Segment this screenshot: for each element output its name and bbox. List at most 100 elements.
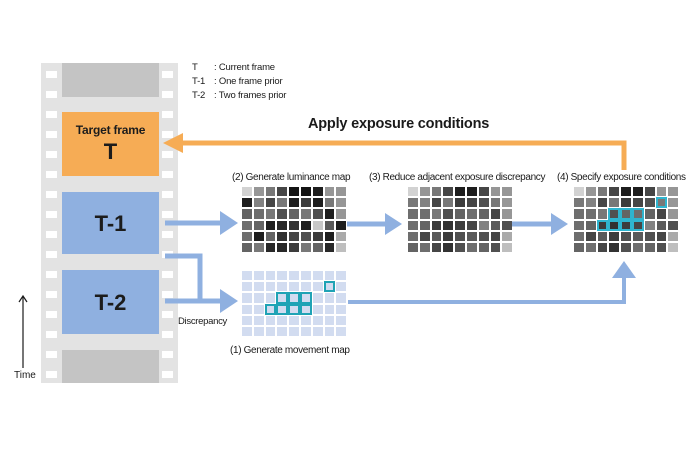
grid-cell <box>277 242 288 253</box>
grid-cell <box>324 315 335 325</box>
grid-cell <box>419 242 430 253</box>
grid-cell <box>324 242 335 253</box>
grid-cell <box>289 242 299 253</box>
grid-cell <box>276 292 289 304</box>
grid-cell <box>300 315 311 325</box>
grid-cell <box>419 198 430 208</box>
grid-cell <box>336 242 347 253</box>
apply-arrow-head <box>163 133 183 153</box>
grid-cell <box>300 231 311 241</box>
grid-cell <box>242 220 252 230</box>
movement-to-specify-line <box>348 276 626 304</box>
grid-cell <box>289 231 299 241</box>
grid-cell <box>312 304 323 314</box>
grid-cell <box>289 198 299 208</box>
grid-cell <box>264 303 277 315</box>
sprocket-hole <box>46 191 57 198</box>
grid-cell <box>300 303 312 315</box>
grid-cell <box>312 220 323 230</box>
grid-cell <box>466 187 477 197</box>
grid-cell <box>265 187 276 197</box>
grid-cell <box>574 242 584 253</box>
movement-to-specify-arrow-head <box>612 261 636 278</box>
grid-cell <box>312 326 323 337</box>
discrepancy-label: Discrepancy <box>178 316 227 327</box>
grid-cell <box>289 220 299 230</box>
grid-cell <box>300 242 311 253</box>
grid-cell <box>277 220 288 230</box>
grid-cell <box>443 220 454 230</box>
grid-cell <box>668 242 679 253</box>
sprocket-hole <box>162 71 173 78</box>
grid-cell <box>242 242 252 253</box>
grid-cell <box>609 198 620 208</box>
grid-cell <box>289 209 299 219</box>
grid-cell <box>277 231 288 241</box>
sprocket-hole <box>162 171 173 178</box>
grid-cell <box>502 209 513 219</box>
grid-cell <box>478 198 489 208</box>
grid-cell <box>277 209 288 219</box>
time-arrow-head <box>18 294 28 303</box>
grid-cell <box>300 292 312 304</box>
grid-cell <box>490 209 501 219</box>
grid-cell <box>443 198 454 208</box>
grid-cell <box>466 242 477 253</box>
grid-cell <box>312 315 323 325</box>
grid-cell <box>490 198 501 208</box>
grid-cell <box>632 231 643 241</box>
grid-cell <box>253 198 264 208</box>
reduce-to-specify-arrow-head <box>551 213 568 235</box>
grid-cell <box>621 187 631 197</box>
grid-cell <box>242 293 252 303</box>
grid-cell <box>574 198 584 208</box>
grid-cell <box>443 187 454 197</box>
sprocket-hole <box>46 211 57 218</box>
grid-cell <box>265 282 276 292</box>
grid-cell <box>656 231 667 241</box>
grid-cell <box>431 231 442 241</box>
sprocket-hole <box>46 231 57 238</box>
grid-cell <box>632 208 644 220</box>
grid-cell <box>419 209 430 219</box>
grid-cell <box>312 242 323 253</box>
sprocket-hole <box>162 191 173 198</box>
grid-cell <box>253 242 264 253</box>
grid-cell <box>466 198 477 208</box>
grid-cell <box>324 304 335 314</box>
grid-cell <box>455 209 465 219</box>
grid-cell <box>336 293 347 303</box>
sprocket-hole <box>162 211 173 218</box>
grid-cell <box>644 198 655 208</box>
grid-cell <box>431 220 442 230</box>
grid-cell <box>408 231 418 241</box>
grid-cell <box>585 220 596 230</box>
grid-cell <box>288 303 300 315</box>
grid-cell <box>265 293 276 303</box>
grid-cell <box>644 187 655 197</box>
grid-cell <box>300 326 311 337</box>
grid-cell <box>431 242 442 253</box>
grid-cell <box>597 198 608 208</box>
grid-cell <box>502 198 513 208</box>
grid-cell <box>656 187 667 197</box>
grid-cell <box>443 231 454 241</box>
sprocket-hole <box>46 291 57 298</box>
grid-cell <box>265 315 276 325</box>
legend-item-t: T: Current frame <box>192 61 286 75</box>
grid-cell <box>312 187 323 197</box>
sprocket-hole <box>46 111 57 118</box>
sprocket-hole <box>162 291 173 298</box>
grid-cell <box>408 220 418 230</box>
grid-cell <box>253 220 264 230</box>
sprocket-hole <box>46 271 57 278</box>
grid-cell <box>490 231 501 241</box>
legend-desc: : Current frame <box>214 62 275 73</box>
grid-cell <box>574 220 584 230</box>
apply-exposure-label: Apply exposure conditions <box>308 116 490 132</box>
grid-cell <box>585 242 596 253</box>
grid-cell <box>478 187 489 197</box>
grid-cell <box>253 231 264 241</box>
luminance-to-reduce-arrow-head <box>385 213 402 235</box>
